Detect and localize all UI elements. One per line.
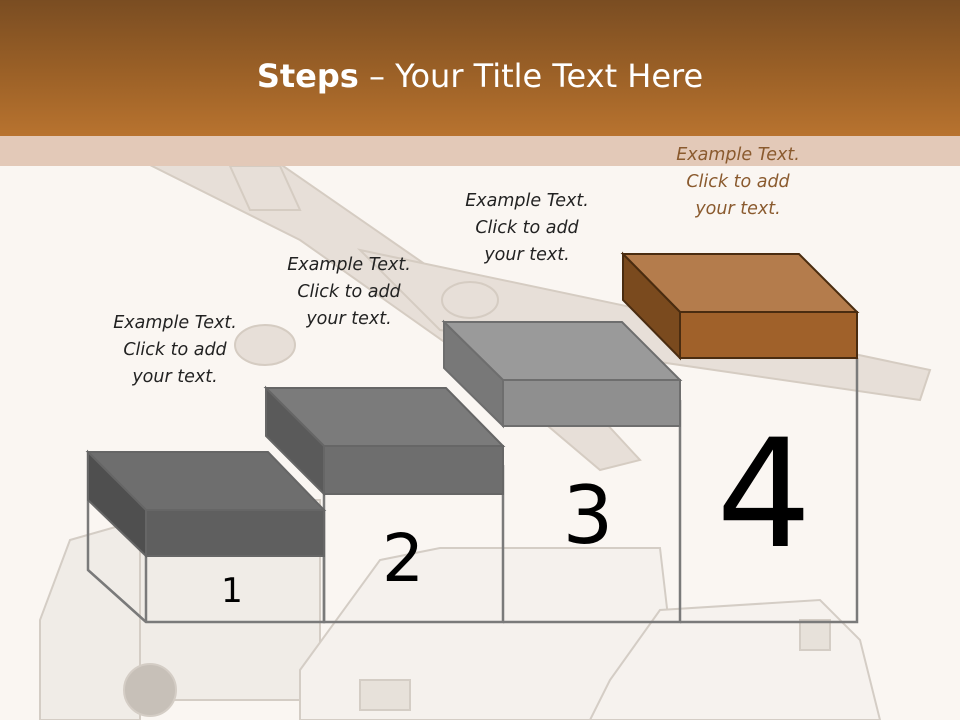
caption-line: your text. <box>695 199 781 219</box>
step-4-caption[interactable]: Example Text. Click to add your text. <box>643 142 833 223</box>
caption-line: Click to add <box>297 282 401 302</box>
car-illustration <box>588 598 882 720</box>
title-rest: – Your Title Text Here <box>358 57 704 95</box>
caption-line: Example Text. <box>465 191 589 211</box>
step-2-caption[interactable]: Example Text. Click to add your text. <box>254 252 444 333</box>
caption-line: Example Text. <box>113 313 237 333</box>
step-4-frame <box>680 358 859 624</box>
header-band <box>0 136 960 166</box>
step-1-caption[interactable]: Example Text. Click to add your text. <box>80 310 270 391</box>
caption-line: Example Text. <box>676 145 800 165</box>
step-3-block[interactable] <box>441 319 683 429</box>
step-4-number: 4 <box>716 408 812 582</box>
caption-line: Example Text. <box>287 255 411 275</box>
step-frames <box>86 358 859 624</box>
caption-line: Click to add <box>686 172 790 192</box>
step-1-number: 1 <box>221 571 243 611</box>
caption-line: your text. <box>132 367 218 387</box>
step-1-block[interactable] <box>85 449 327 559</box>
step-2-number: 2 <box>382 520 424 597</box>
step-4-block[interactable] <box>620 251 860 361</box>
van-illustration <box>299 547 682 720</box>
caption-line: your text. <box>484 245 570 265</box>
step-3-number: 3 <box>562 469 614 562</box>
caption-line: Click to add <box>123 340 227 360</box>
caption-line: Click to add <box>475 218 579 238</box>
slide-title[interactable]: Steps – Your Title Text Here <box>0 52 960 100</box>
header-bar <box>0 0 960 136</box>
title-bold: Steps <box>256 57 359 95</box>
step-3-caption[interactable]: Example Text. Click to add your text. <box>432 188 622 269</box>
step-2-block[interactable] <box>263 385 506 497</box>
caption-line: your text. <box>306 309 392 329</box>
step-2-frame <box>322 465 505 624</box>
